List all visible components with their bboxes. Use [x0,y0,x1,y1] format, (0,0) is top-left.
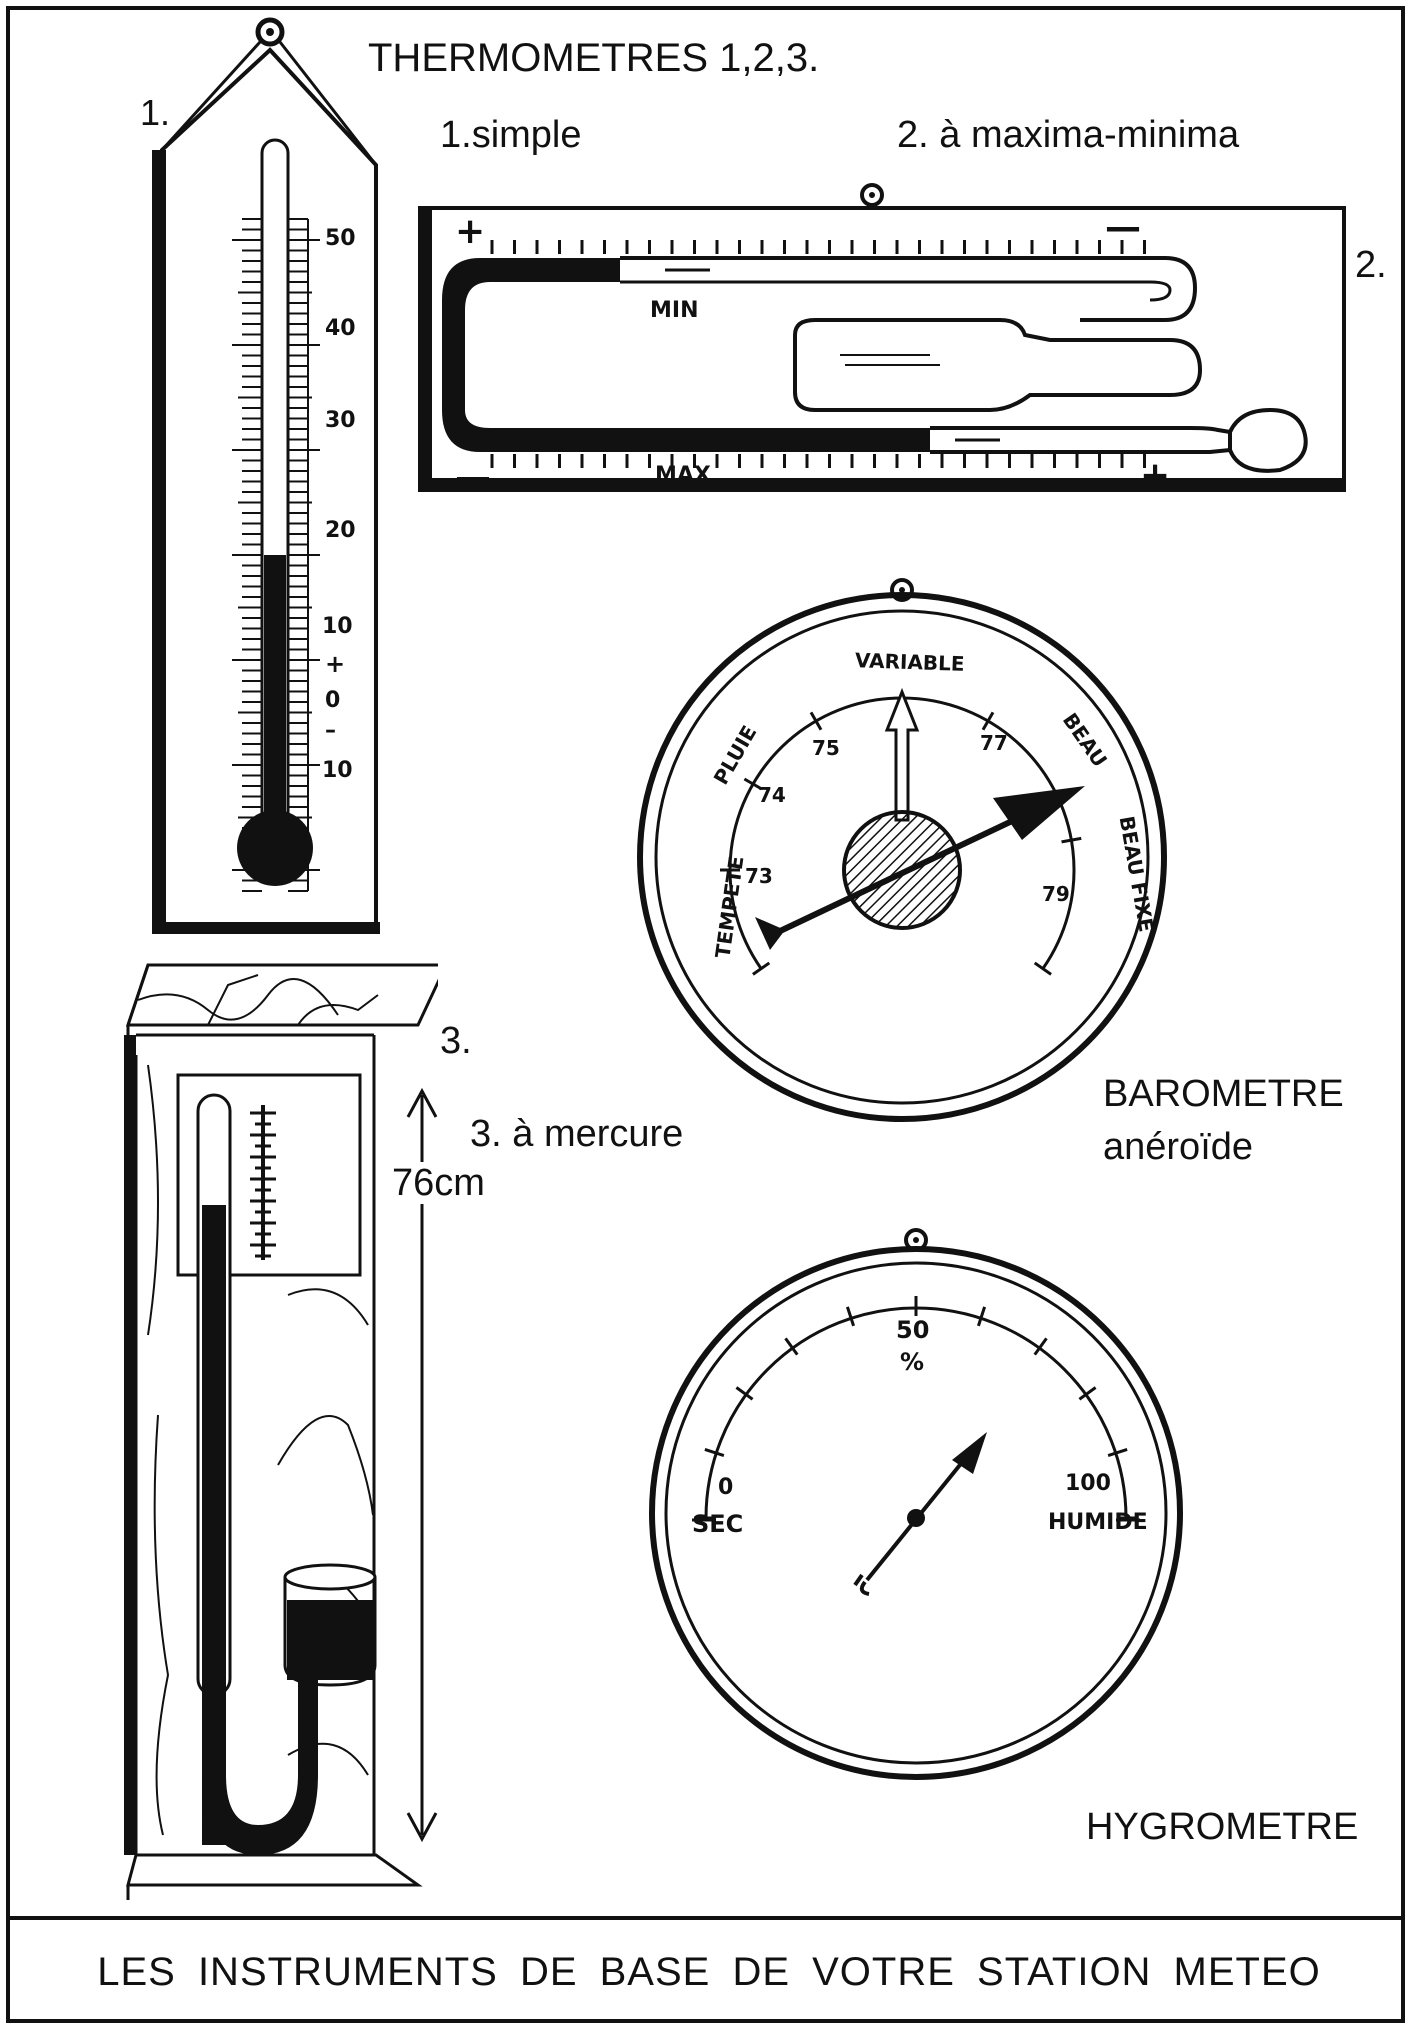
dial-tick [735,1386,754,1401]
hygrometer-value-0: 0 [718,1475,734,1500]
label-number-3: 3. [440,1020,472,1062]
scale-label-plus: + [325,650,346,678]
scale-label-minus: – [325,718,336,743]
scale-label-0: 0 [325,688,341,713]
height-arrow [406,1087,438,1843]
hanging-ring-icon [255,17,285,47]
minus-sign-bottom: — [455,457,491,498]
hygrometer-humide-label: HUMIDE [1048,1510,1148,1535]
simple-thermometer [152,17,380,934]
barometer-number-79: 79 [1042,882,1070,906]
scale-label-30: 30 [325,408,356,433]
dial-tick [704,1447,725,1458]
mercury-instrument [124,963,438,1900]
label-number-1: 1. [140,92,171,133]
dial-tick [1078,1386,1097,1401]
dial-tick [976,1306,987,1327]
min-label: MIN [650,298,699,323]
dial-tick [1061,836,1082,844]
hygrometer-dial [649,1228,1183,1780]
label-aneroide: anéroïde [1103,1126,1254,1168]
label-barometre: BAROMETRE [1103,1073,1344,1115]
footer-caption: LES INSTRUMENTS DE BASE DE VOTRE STATION… [97,1949,1321,1994]
dial-tick [1107,1447,1128,1458]
scale-label-50: 50 [325,226,356,251]
hanging-ring-icon [890,578,914,602]
hygrometer-value-50: 50 [896,1316,930,1344]
dial-tick [752,961,771,976]
barometer-number-73: 73 [745,864,773,888]
dial-tick [809,711,823,731]
label-simple: 1.simple [440,114,582,156]
plus-sign-bottom: + [1140,455,1171,496]
aneroid-barometer-dial [637,578,1167,1122]
thermometer-ticks [232,218,320,892]
minus-sign-top: — [1105,207,1141,248]
label-hygrometre: HYGROMETRE [1086,1806,1359,1848]
hanging-ring-icon [860,183,884,207]
main-title: THERMOMETRES 1,2,3. [368,36,820,80]
scale-label-neg10: 10 [322,758,353,783]
dial-tick [981,711,995,731]
scale-label-40: 40 [325,316,356,341]
mercury-column [264,555,286,840]
plus-sign-top: + [455,211,486,252]
dial-tick [784,1337,799,1356]
hygrometer-value-100: 100 [1065,1471,1111,1496]
dial-tick [1033,1337,1048,1356]
scale-label-10: 10 [322,614,353,639]
barometer-number-77: 77 [980,731,1008,755]
hygrometer-sec-label: SEC [692,1510,744,1538]
dial-tick [845,1306,856,1327]
label-76cm: 76cm [392,1162,485,1204]
dial-tick [743,777,763,791]
barometer-number-75: 75 [812,736,840,760]
barometer-number-74: 74 [758,783,786,807]
label-number-2: 2. [1355,244,1387,286]
maxmin-thermometer [418,183,1346,492]
scale-label-20: 20 [325,518,356,543]
hygrometer-unit: % [900,1348,925,1376]
max-label: MAX [655,463,711,488]
dial-tick [1033,961,1052,976]
barometer-word-variable: VARIABLE [854,648,965,676]
label-maxima-minima: 2. à maxima-minima [897,114,1240,156]
label-mercure: 3. à mercure [470,1113,684,1155]
